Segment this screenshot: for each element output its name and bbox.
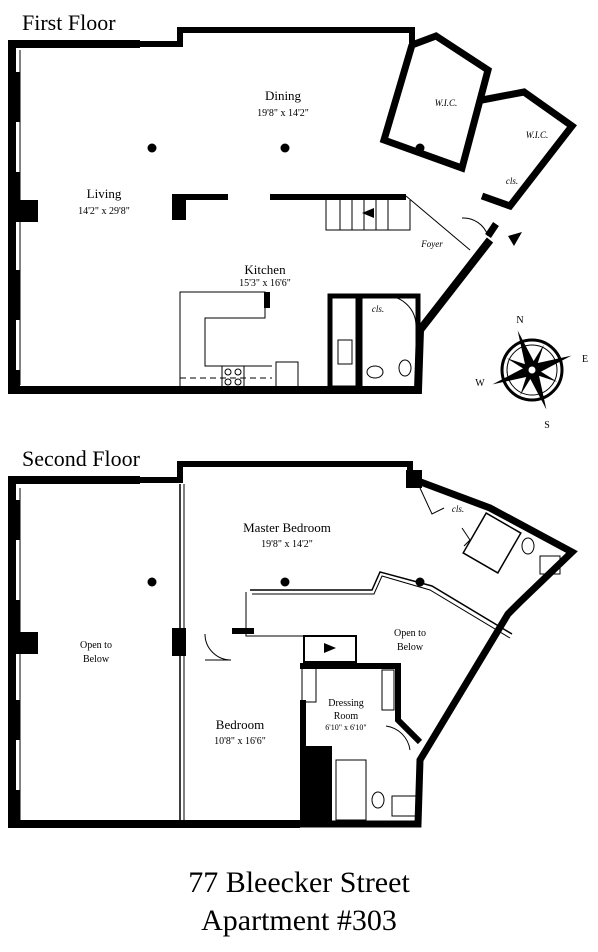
second-floor-stair: [303, 635, 357, 663]
living-label: Living: [87, 186, 122, 201]
second-floor-partitions: [172, 628, 332, 824]
master-bedroom-label: Master Bedroom: [243, 520, 331, 535]
railing-upper-inner: [252, 575, 511, 639]
compass-w: W: [475, 378, 485, 389]
master-bath: [419, 487, 561, 575]
dining-label: Dining: [265, 88, 302, 103]
cls1-label: cls.: [506, 176, 518, 186]
first-floor-top-wall: [140, 27, 415, 47]
wic2-label: W.I.C.: [526, 130, 548, 140]
open-right-line2: Below: [397, 642, 424, 653]
railing-upper: [250, 571, 513, 635]
first-floor-windows: [10, 72, 38, 390]
bedroom-dim: 10'8" x 16'6": [214, 736, 266, 747]
second-floor-right-wall: [300, 474, 578, 828]
compass-rose: [492, 330, 572, 410]
first-floor-lights: [147, 143, 425, 153]
wic2-wall: [480, 88, 578, 211]
foyer-label: Foyer: [420, 239, 443, 249]
first-floor-plan: First Floor: [8, 10, 578, 394]
entry-wall: [485, 222, 499, 238]
dressing-line1: Dressing: [328, 698, 364, 709]
wic-wall: [379, 32, 493, 173]
kitchen-column: [264, 292, 270, 308]
stair-arrow-icon-2: [324, 643, 336, 653]
second-floor-windows: [10, 500, 38, 820]
second-floor-title: Second Floor: [22, 446, 141, 471]
second-floor-cls-label: cls.: [452, 504, 464, 514]
second-floor-bath: [335, 759, 417, 821]
living-dim: 14'2" x 29'8": [78, 206, 130, 217]
first-floor-outer-wall: [8, 40, 494, 394]
first-floor-stair: [325, 195, 471, 251]
bedroom-door: [204, 633, 232, 661]
second-floor-top-wall: [140, 461, 413, 483]
second-floor-lights: [147, 577, 425, 587]
kitchen-counters: [179, 291, 299, 389]
second-floor-plan: Second Floor: [8, 446, 578, 828]
stair-arrow-icon: [362, 208, 374, 218]
first-floor-title: First Floor: [22, 10, 116, 35]
wic1-label: W.I.C.: [435, 98, 457, 108]
entry-marker-icon: [508, 232, 522, 246]
open-left-line1: Open to: [80, 640, 112, 651]
dining-dim: 19'8" x 14'2": [257, 108, 309, 119]
address-line: 77 Bleecker Street: [188, 866, 410, 899]
dressing-room-walls: [300, 663, 423, 751]
kitchen-label: Kitchen: [244, 262, 286, 277]
ne-corner-block: [406, 470, 422, 488]
railing-mid: [245, 592, 304, 637]
apartment-line: Apartment #303: [201, 904, 397, 937]
dressing-line2: Room: [334, 711, 359, 722]
open-left-line2: Below: [83, 654, 110, 665]
first-floor-partitions: [172, 194, 406, 220]
kitchen-dim: 15'3" x 16'6": [239, 278, 291, 289]
master-bedroom-dim: 19'8" x 14'2": [261, 539, 313, 550]
entry-door: [461, 217, 489, 237]
compass-s: S: [544, 420, 550, 431]
cls2-label: cls.: [372, 304, 384, 314]
first-floor-bath: [327, 293, 421, 393]
open-right-line1: Open to: [394, 628, 426, 639]
dressing-dim: 6'10" x 6'10": [325, 723, 366, 732]
compass-n: N: [516, 315, 523, 326]
compass-e: E: [582, 354, 588, 365]
bedroom-label: Bedroom: [216, 717, 264, 732]
